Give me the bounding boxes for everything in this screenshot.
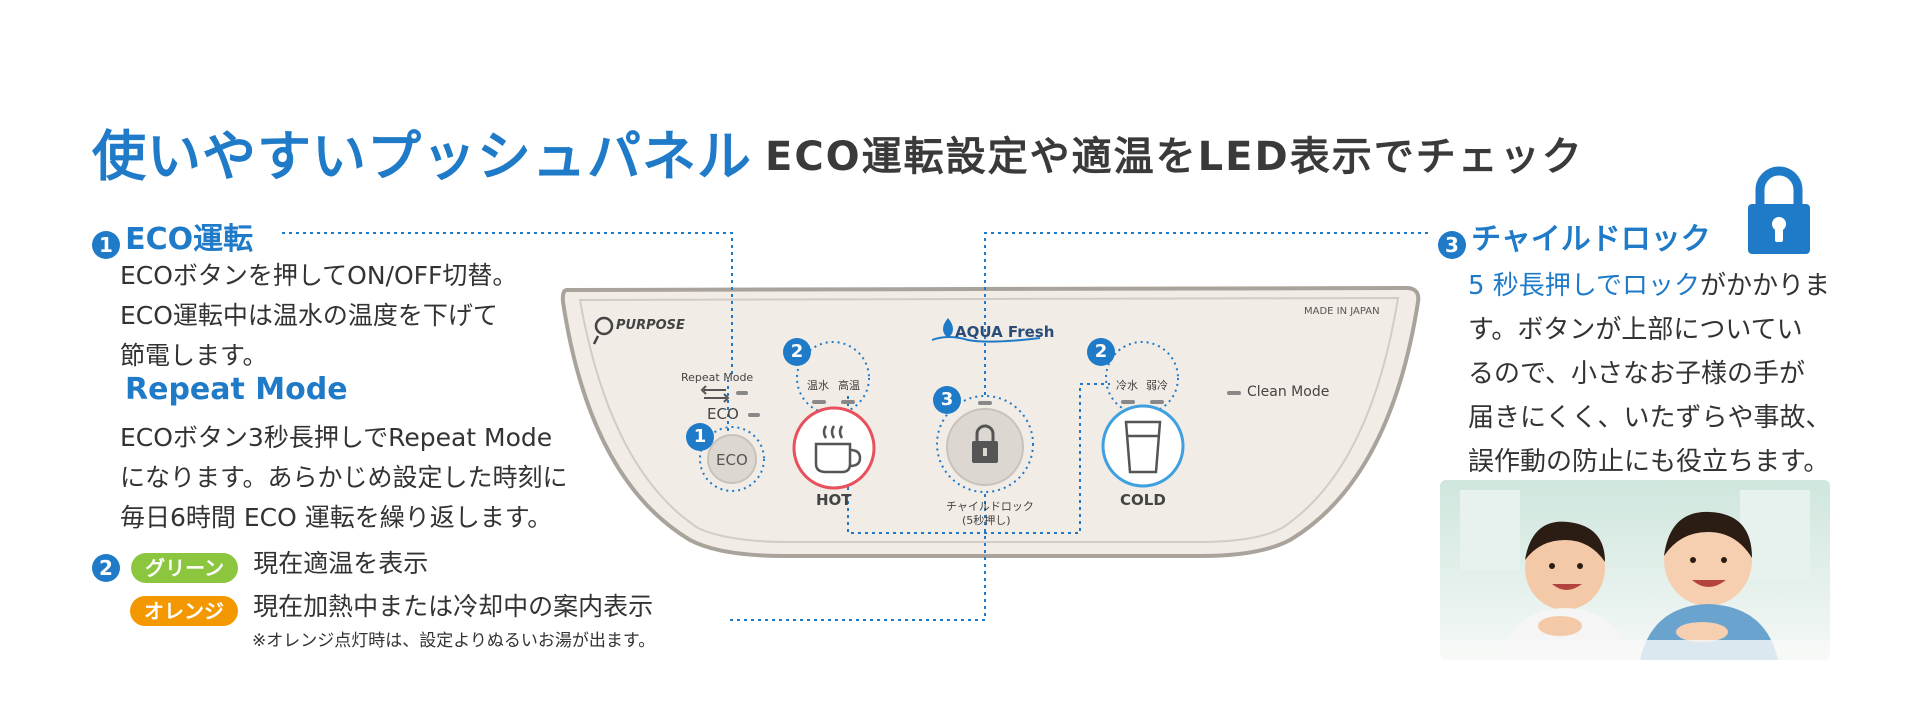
eco-led-label: ECO	[707, 405, 739, 423]
section-child-lock: 3 チャイルドロック	[1438, 214, 1711, 259]
hot-led-2	[841, 400, 855, 404]
repeat-mode-title: Repeat Mode	[125, 372, 348, 407]
badge-number-3: 3	[940, 389, 954, 410]
text-line-rest: がかかりま	[1700, 271, 1831, 301]
leader-line-temps	[847, 383, 1110, 534]
section-eco: 1 ECO運転	[92, 214, 253, 259]
badge-circle-2b	[1087, 338, 1115, 366]
purpose-logo	[592, 316, 614, 345]
text-line: になります。あらかじめ設定した時刻に	[120, 463, 568, 492]
aqua-fresh-logo	[931, 318, 1041, 343]
repeat-mode-indicator	[700, 385, 748, 403]
section-led-orange: オレンジ 現在加熱中または冷却中の案内表示	[130, 587, 653, 627]
hot-label: HOT	[816, 491, 852, 509]
cold-glass-icon	[1124, 420, 1162, 474]
section-number-1: 1	[92, 230, 120, 259]
cold-label: COLD	[1120, 491, 1166, 509]
section-led: 2 グリーン 現在適温を表示	[92, 544, 428, 584]
hot-warm-label: 温水	[807, 379, 829, 392]
text-line: ECO運転中は温水の温度を下げて	[120, 301, 498, 330]
orange-note: ※オレンジ点灯時は、設定よりぬるいお湯が出ます。	[252, 631, 656, 651]
cold-led-callout	[1105, 341, 1179, 415]
page-title: 使いやすいプッシュパネル	[92, 125, 752, 188]
leader-line-eco	[282, 232, 733, 375]
child-lock-callout	[936, 395, 1034, 493]
badge-circle-1	[686, 423, 714, 451]
lock-icon	[1748, 166, 1810, 254]
text-line: す。ボタンが上部についてい	[1468, 315, 1803, 345]
eco-description: ECOボタンを押してON/OFF切替。 ECO運転中は温水の温度を下げて 節電し…	[120, 256, 517, 376]
text-line: 誤作動の防止にも役立ちます。	[1468, 447, 1830, 477]
cold-weak-label: 弱冷	[1146, 379, 1168, 392]
repeat-mode-description: ECOボタン3秒長押しでRepeat Mode になります。あらかじめ設定した時…	[120, 418, 568, 538]
padlock-icon	[972, 424, 998, 463]
badge-circle-2a	[783, 338, 811, 366]
child-lock-highlight: 5 秒長押しでロック	[1468, 271, 1701, 301]
text-line: るので、小さなお子様の手が	[1468, 359, 1805, 389]
repeat-mode-label: Repeat Mode	[681, 371, 754, 384]
page-subtitle: ECO運転設定や適温をLED表示でチェック	[765, 134, 1584, 180]
child-lock-description: 5 秒長押しでロックがかかりま す。ボタンが上部についてい るので、小さなお子様…	[1468, 264, 1831, 484]
text-line: 毎日6時間 ECO 運転を繰り返します。	[120, 503, 553, 532]
badge-number-2a: 2	[790, 341, 804, 362]
clean-mode-led	[1227, 391, 1241, 395]
hot-led-callout	[796, 341, 870, 415]
hot-led-1	[812, 400, 826, 404]
text-line: ECOボタン3秒長押しでRepeat Mode	[120, 423, 553, 452]
clean-mode-label: Clean Mode	[1247, 384, 1330, 400]
child-lock-led	[978, 401, 992, 405]
children-illustration	[1440, 480, 1830, 660]
text-line: ECOボタンを押してON/OFF切替。	[120, 261, 518, 290]
eco-button-label: ECO	[716, 451, 748, 469]
cold-led-2	[1150, 400, 1164, 404]
section-number-2: 2	[92, 553, 120, 582]
text-line: 5 秒長押しでロックがかかりま	[1468, 264, 1831, 308]
leader-line-led	[730, 494, 986, 621]
product-label: AQUA Fresh	[955, 323, 1055, 341]
cold-led-1	[1121, 400, 1135, 404]
badge-number-2b: 2	[1094, 341, 1108, 362]
cold-button[interactable]	[1101, 404, 1185, 488]
child-lock-sub-label: (5秒押し)	[962, 514, 1011, 527]
badge-number-1: 1	[693, 426, 707, 447]
hot-cup-icon	[814, 425, 862, 474]
orange-description: 現在加熱中または冷却中の案内表示	[253, 592, 654, 621]
orange-badge: オレンジ	[130, 595, 238, 626]
cold-water-label: 冷水	[1116, 379, 1138, 392]
children-photo	[1440, 480, 1830, 660]
section-title-eco: ECO運転	[125, 222, 254, 257]
section-number-3: 3	[1438, 230, 1466, 259]
text-line: 届きにくく、いたずらや事故、	[1468, 403, 1832, 433]
hot-high-label: 高温	[838, 379, 860, 392]
badge-circle-3	[933, 386, 961, 414]
eco-button[interactable]	[707, 434, 757, 484]
green-description: 現在適温を表示	[253, 549, 429, 578]
green-badge: グリーン	[131, 552, 239, 583]
hot-button[interactable]	[792, 406, 876, 490]
eco-led	[748, 413, 760, 417]
leader-line-lock	[984, 232, 1428, 398]
section-title-child-lock: チャイルドロック	[1471, 222, 1711, 257]
eco-button-callout	[699, 426, 765, 492]
leader-lines	[282, 232, 1428, 621]
child-lock-label: チャイルドロック	[946, 500, 1034, 513]
brand-label: PURPOSE	[616, 318, 685, 333]
panel-inner-border	[578, 296, 1400, 543]
made-in-label: MADE IN JAPAN	[1304, 306, 1380, 317]
text-line: 節電します。	[120, 341, 268, 370]
